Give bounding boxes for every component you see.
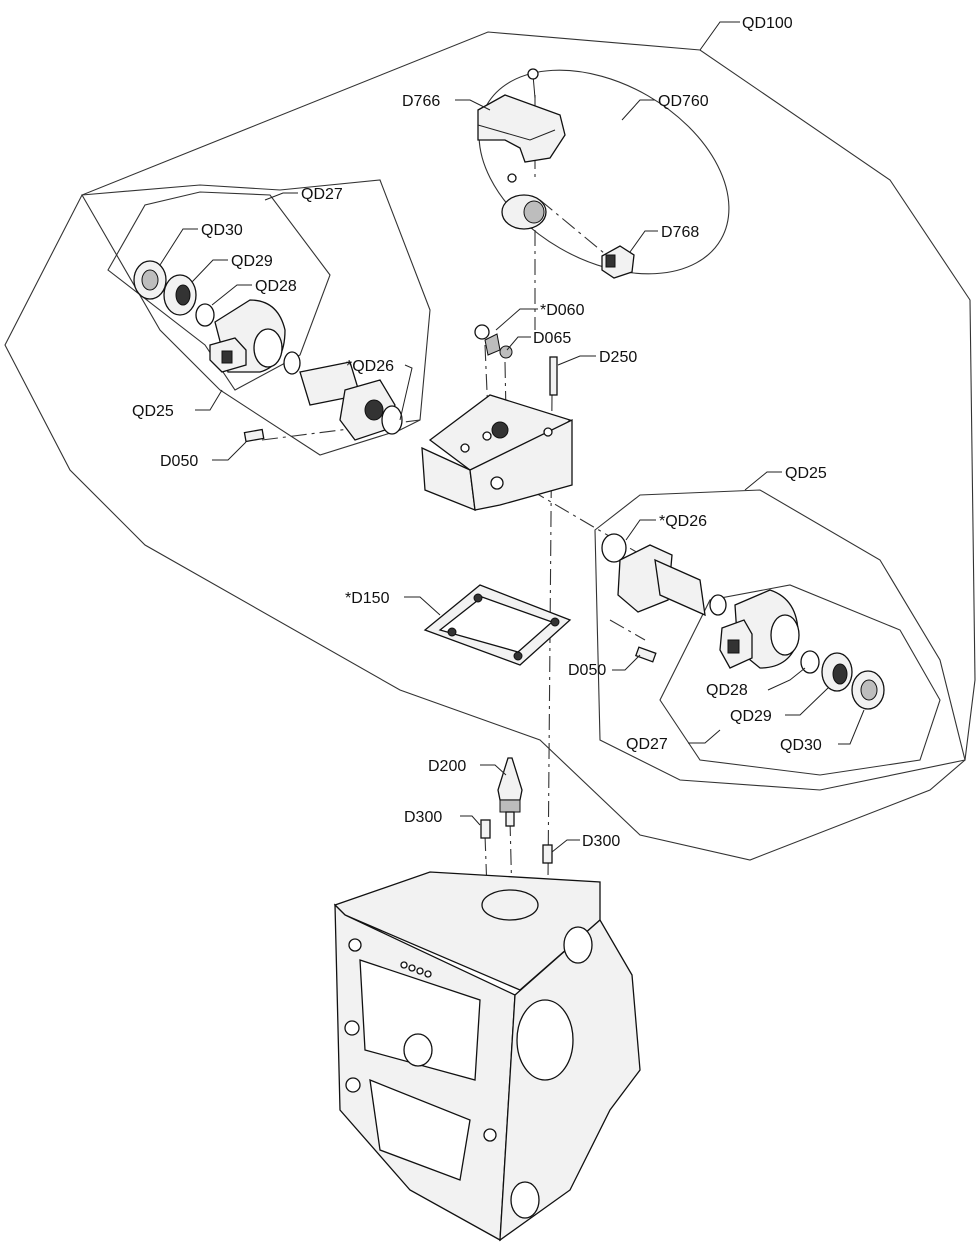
label-qd26-left: *QD26 bbox=[346, 358, 394, 375]
label-qd27-top: QD27 bbox=[301, 186, 343, 203]
label-qd30-left: QD30 bbox=[201, 222, 243, 239]
qd760-assembly bbox=[477, 68, 635, 279]
label-d766: D766 bbox=[402, 93, 440, 110]
leader-lines bbox=[159, 21, 865, 853]
label-d060: *D060 bbox=[540, 302, 585, 319]
qd25-right-outline bbox=[594, 489, 966, 791]
left-solenoid-group bbox=[133, 260, 403, 443]
label-qd25-right: QD25 bbox=[785, 465, 827, 482]
d768-connector bbox=[601, 245, 635, 279]
label-d050-left: D050 bbox=[160, 453, 198, 470]
label-qd26-right: *QD26 bbox=[659, 513, 707, 530]
lower-small-parts bbox=[480, 757, 553, 864]
d150-gasket bbox=[423, 584, 572, 666]
label-qd28-right: QD28 bbox=[706, 682, 748, 699]
label-d065: D065 bbox=[533, 330, 571, 347]
qd26-right-oring bbox=[601, 533, 627, 563]
label-d200: D200 bbox=[428, 758, 466, 775]
d050-right-screw bbox=[634, 646, 657, 663]
right-solenoid-group bbox=[601, 533, 885, 710]
right-spool-tube bbox=[654, 558, 706, 617]
d300-left-pin bbox=[480, 819, 491, 839]
label-qd29-left: QD29 bbox=[231, 253, 273, 270]
valve-block bbox=[421, 324, 573, 512]
part-labels: QD100 D766 QD760 D768 QD27 QD30 QD29 QD2… bbox=[132, 15, 827, 850]
d050-left-screw bbox=[243, 428, 265, 443]
d766-bracket bbox=[477, 94, 566, 163]
label-d050-right: D050 bbox=[568, 662, 606, 679]
group-outlines bbox=[4, 31, 976, 861]
label-d150: *D150 bbox=[345, 590, 390, 607]
label-d768: D768 bbox=[661, 224, 699, 241]
d200-part bbox=[497, 757, 523, 801]
label-qd25-left: QD25 bbox=[132, 403, 174, 420]
qd27-right-outline bbox=[659, 584, 941, 776]
label-d250: D250 bbox=[599, 349, 637, 366]
label-qd100: QD100 bbox=[742, 15, 793, 32]
housing-right-face bbox=[499, 918, 641, 1242]
qd26-left-oring bbox=[381, 405, 403, 435]
label-d300-left: D300 bbox=[404, 809, 442, 826]
main-housing bbox=[333, 871, 641, 1242]
label-qd760: QD760 bbox=[658, 93, 709, 110]
qd760-outline bbox=[478, 69, 730, 275]
qd28-left-oring bbox=[195, 303, 215, 327]
d300-right-pin bbox=[542, 844, 553, 864]
qd28-right-oring bbox=[800, 650, 820, 674]
qd100-outline bbox=[4, 31, 976, 861]
label-qd29-right: QD29 bbox=[730, 708, 772, 725]
label-qd28-left: QD28 bbox=[255, 278, 297, 295]
label-d300-right: D300 bbox=[582, 833, 620, 850]
label-qd27-right: QD27 bbox=[626, 736, 668, 753]
label-qd30-right: QD30 bbox=[780, 737, 822, 754]
